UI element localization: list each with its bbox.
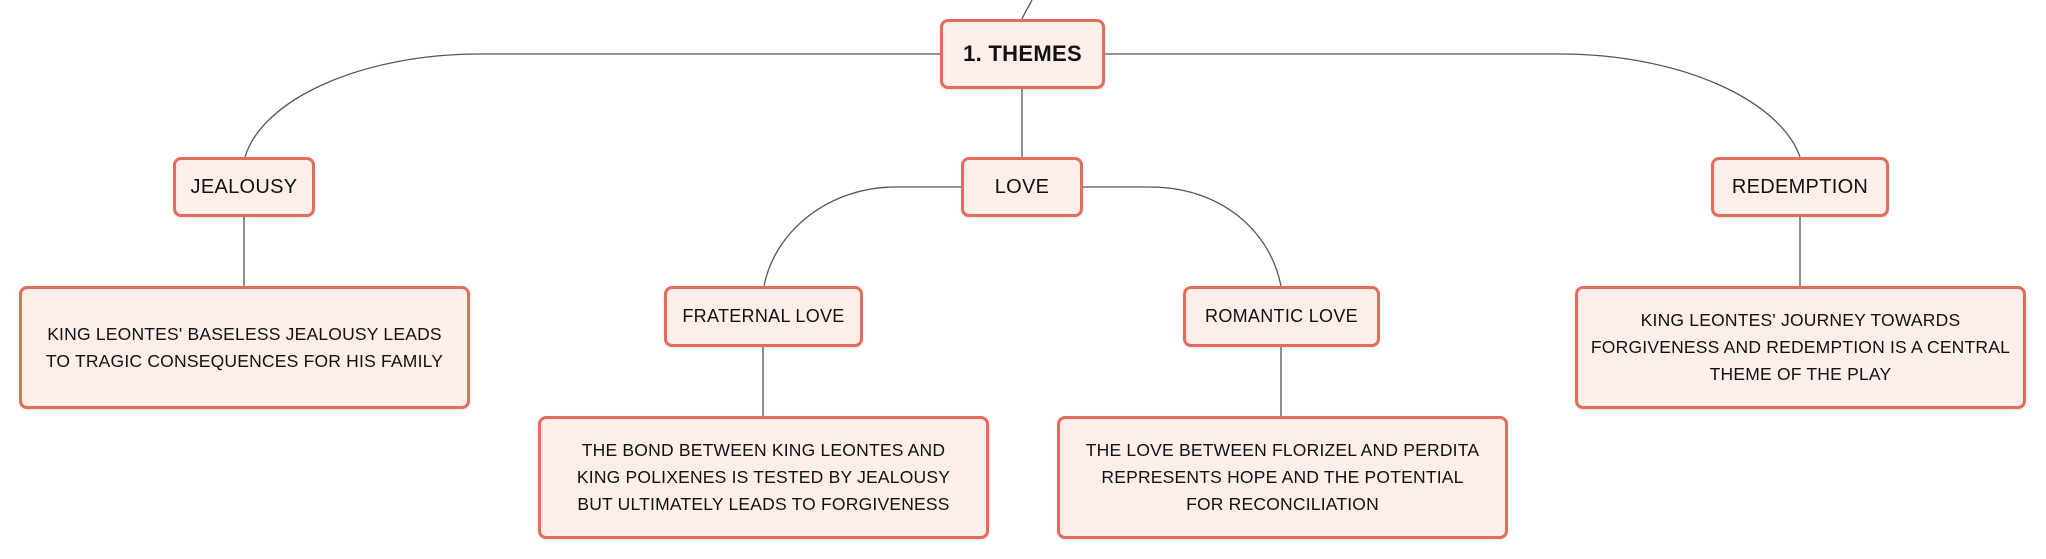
topic-node-love[interactable]: LOVE — [961, 157, 1083, 217]
subtopic-node-label: FRATERNAL LOVE — [682, 306, 845, 326]
topic-node-label: JEALOUSY — [190, 175, 298, 198]
subtopic-node-fraternal-love[interactable]: FRATERNAL LOVE — [664, 286, 863, 347]
topic-node-jealousy[interactable]: JEALOUSY — [173, 157, 315, 217]
description-text: THE LOVE BETWEEN FLORIZEL AND PERDITA RE… — [1085, 440, 1480, 514]
connector-love-to-fraternal — [763, 186, 961, 287]
connector-root-to-redemption — [1105, 53, 1801, 158]
description-node-redemption[interactable]: KING LEONTES' JOURNEY TOWARDS FORGIVENES… — [1575, 286, 2026, 409]
description-node-romantic-love[interactable]: THE LOVE BETWEEN FLORIZEL AND PERDITA RE… — [1057, 416, 1508, 539]
subtopic-node-romantic-love[interactable]: ROMANTIC LOVE — [1183, 286, 1380, 347]
description-node-fraternal-love[interactable]: THE BOND BETWEEN KING LEONTES AND KING P… — [538, 416, 989, 539]
description-text: THE BOND BETWEEN KING LEONTES AND KING P… — [576, 440, 951, 514]
connector-love-to-romantic — [1083, 186, 1282, 287]
description-node-jealousy[interactable]: KING LEONTES' BASELESS JEALOUSY LEADS TO… — [19, 286, 470, 409]
root-node-label: 1. THEMES — [963, 41, 1082, 66]
description-text: KING LEONTES' JOURNEY TOWARDS FORGIVENES… — [1590, 310, 2011, 384]
topic-node-label: REDEMPTION — [1731, 175, 1869, 198]
topic-node-label: LOVE — [994, 175, 1050, 198]
subtopic-node-label: ROMANTIC LOVE — [1205, 306, 1358, 326]
root-node-themes[interactable]: 1. THEMES — [940, 19, 1105, 89]
connector-parent-to-root — [1021, 0, 1033, 20]
topic-node-redemption[interactable]: REDEMPTION — [1711, 157, 1889, 217]
connector-root-to-jealousy — [244, 53, 940, 158]
description-text: KING LEONTES' BASELESS JEALOUSY LEADS TO… — [45, 323, 444, 371]
